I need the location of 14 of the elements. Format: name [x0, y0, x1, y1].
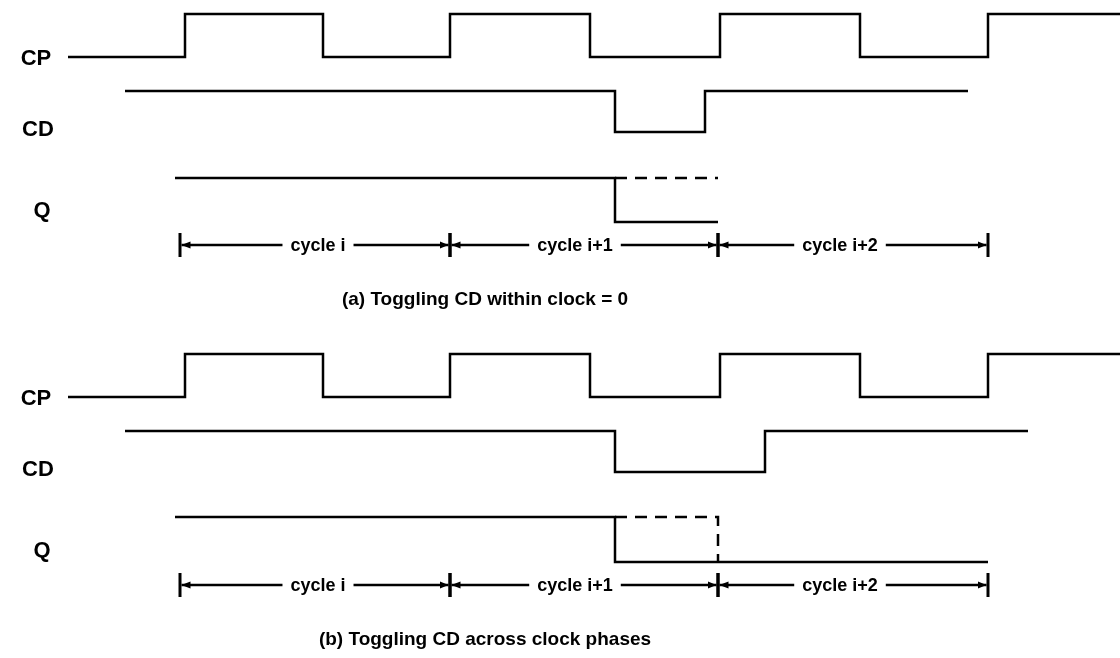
signal-name: Q [33, 199, 51, 221]
signal-name: CD [22, 458, 54, 480]
caption: (a) Toggling CD within clock = 0 [341, 288, 629, 308]
cycle-label: cycle i [290, 236, 346, 254]
cycle-label: cycle i+2 [802, 236, 878, 254]
signal-name: CD [22, 118, 54, 140]
cycle-label: cycle i [290, 576, 346, 594]
signal-name: CP [20, 47, 52, 69]
cycle-label: cycle i+2 [802, 576, 878, 594]
signal-name: Q [33, 539, 51, 561]
caption: (b) Toggling CD across clock phases [318, 628, 652, 648]
cycle-label: cycle i+1 [537, 236, 613, 254]
signal-name: CP [20, 387, 52, 409]
cycle-label: cycle i+1 [537, 576, 613, 594]
